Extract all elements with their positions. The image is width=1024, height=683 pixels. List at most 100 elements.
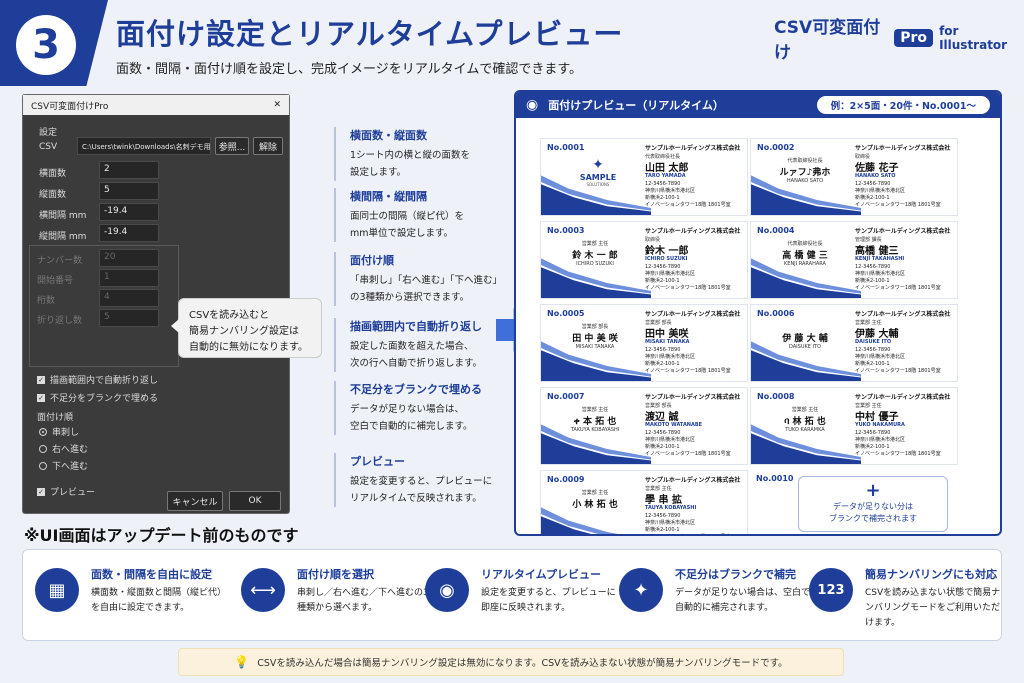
- card-left-title: 代表取締役社長: [787, 158, 823, 164]
- card-number: No.0008: [757, 392, 795, 401]
- wrap-label: 折り返し数: [37, 316, 83, 326]
- bottom-feature-desc: CSVを読み込まない状態で簡易ナンバリングモードをご利用いただけます。: [865, 588, 1001, 628]
- start-label: 開始番号: [37, 276, 74, 286]
- digits-input[interactable]: 4: [99, 289, 159, 307]
- card-left-title: 営業部 主任: [581, 241, 609, 247]
- order2-label: 右へ進む: [52, 445, 89, 455]
- feature-item: 描画範囲内で自動折り返し設定した面数を超えた場合、次の行へ自動で折り返します。: [334, 318, 504, 372]
- close-icon[interactable]: ✕: [273, 100, 281, 110]
- card-left-roman: DAISUKE ITO: [789, 344, 821, 350]
- page-subtitle: 面数・間隔・面付け順を設定し、完成イメージをリアルタイムで確認できます。: [116, 62, 583, 77]
- card-title: 管理部 課長: [855, 237, 882, 243]
- card-left-roman: HANAKO SATO: [786, 178, 824, 184]
- card-title: 営業部 主任: [855, 403, 882, 409]
- card-left-name: ルァフ♪弗ホ: [779, 168, 831, 178]
- card-name: 田中 美咲: [645, 329, 689, 340]
- card-name: 山田 太郎: [645, 163, 689, 174]
- feature-title: 横面数・縦面数: [350, 129, 427, 142]
- sparkle-icon: ✦: [619, 568, 663, 612]
- card-left-title: 代表取締役社長: [787, 241, 823, 247]
- browse-button[interactable]: 参照...: [215, 137, 249, 155]
- num-input[interactable]: 20: [99, 249, 159, 267]
- feature-desc: 次の行へ自動で折り返します。: [350, 358, 483, 369]
- address-line: 神奈川県横浜市港北区: [855, 437, 906, 443]
- swap-arrows-icon: ⟷: [241, 568, 285, 612]
- address-line: イノベーションタワー18階 1801号室: [855, 451, 941, 457]
- rows-input[interactable]: 5: [99, 182, 159, 200]
- preview-checkbox[interactable]: ✓プレビュー: [37, 485, 95, 498]
- address-line: イノベーションタワー18階 1801号室: [645, 451, 731, 457]
- address-line: 神奈川県横浜市港北区: [645, 188, 696, 194]
- business-card: No.0010: [750, 470, 958, 534]
- address-line: 新横浜2-100-1: [645, 278, 680, 284]
- feature-desc: 設定を変更すると、プレビューに: [350, 476, 493, 487]
- order-radio-right[interactable]: 右へ進む: [39, 442, 88, 455]
- order-label: 面付け順: [37, 413, 74, 423]
- check-icon: ✓: [37, 487, 45, 496]
- card-number: No.0004: [757, 226, 795, 235]
- radio-icon: [39, 461, 47, 470]
- address-line: 神奈川県横浜市港北区: [645, 354, 696, 360]
- feature-desc: リアルタイムで反映されます。: [350, 493, 482, 504]
- autowrap-checkbox[interactable]: ✓描画範囲内で自動折り返し: [37, 373, 158, 386]
- card-left-name: ባ 林 拓 也: [784, 417, 826, 427]
- card-info: 12-3456-7890神奈川県横浜市港北区新横浜2-100-1イノベーションタ…: [645, 513, 731, 534]
- start-input[interactable]: 1: [99, 269, 159, 287]
- address-line: イノベーションタワー18階 1801号室: [855, 285, 941, 291]
- phone-text: 12-3456-7890: [855, 347, 891, 353]
- card-company: サンプルホールディングス株式会社: [645, 311, 741, 318]
- card-left-title: 営業部 主任: [581, 490, 609, 496]
- card-company: サンプルホールディングス株式会社: [645, 394, 741, 401]
- address-line: 新横浜2-100-1: [645, 361, 680, 367]
- card-roman: YUKO NAKAMURA: [855, 422, 905, 428]
- card-number: No.0003: [547, 226, 585, 235]
- card-roman: TARO YAMADA: [645, 173, 686, 179]
- card-left-title: 営業部 主任: [791, 407, 819, 413]
- fillblank-checkbox[interactable]: ✓不足分をブランクで埋める: [37, 391, 158, 404]
- vgap-input[interactable]: -19.4: [99, 224, 159, 242]
- card-company: サンプルホールディングス株式会社: [645, 145, 741, 152]
- address-line: 新横浜2-100-1: [855, 278, 890, 284]
- card-left-roman: MISAKI TANAKA: [575, 344, 615, 350]
- wrap-input[interactable]: 5: [99, 309, 159, 327]
- blank-line: ブランクで補完されます: [829, 514, 917, 523]
- card-name: 鈴木 一郎: [645, 246, 689, 257]
- feature-title: 横間隔・縦間隔: [350, 190, 427, 203]
- order1-label: 串刺し: [52, 428, 80, 438]
- feature-title: 描画範囲内で自動折り返し: [350, 320, 482, 333]
- address-line: 神奈川県横浜市港北区: [645, 437, 696, 443]
- card-left-name: 伊 藤 大 輔: [782, 334, 828, 344]
- cols-input[interactable]: 2: [99, 161, 159, 179]
- address-line: イノベーションタワー18階 1801号室: [645, 368, 731, 374]
- feature-desc: 「串刺し」「右へ進む」「下へ進む」: [350, 275, 503, 286]
- hgap-input[interactable]: -19.4: [99, 203, 159, 221]
- card-number: No.0006: [757, 309, 795, 318]
- card-company: サンプルホールディングス株式会社: [645, 477, 741, 484]
- order-radio-skewer[interactable]: 串刺し: [39, 425, 79, 438]
- cancel-button[interactable]: キャンセル: [167, 491, 223, 511]
- csv-path-field[interactable]: C:\Users\twink\Downloads\名刺デモ用.csv: [77, 137, 211, 155]
- address-line: イノベーションタワー18階 1801号室: [645, 202, 731, 208]
- dialog-title: CSV可変面付けPro: [31, 101, 109, 112]
- phone-text: 12-3456-7890: [855, 430, 891, 436]
- bottom-feature-title: 簡易ナンバリングにも対応: [865, 568, 997, 581]
- bottom-feature-desc: 串刺し／右へ進む／下へ進むの3種類から選べます。: [297, 588, 429, 613]
- card-name: 學 串 拡: [645, 495, 682, 506]
- bottom-feature-desc: 設定を変更すると、プレビューに即座に反映されます。: [481, 588, 616, 613]
- autowrap-label: 描画範囲内で自動折り返し: [50, 376, 159, 386]
- card-name: 伊藤 大輔: [855, 329, 899, 340]
- ok-button[interactable]: OK: [229, 491, 281, 511]
- phone-text: 12-3456-7890: [645, 513, 681, 519]
- order-radio-down[interactable]: 下へ進む: [39, 459, 88, 472]
- clear-button[interactable]: 解除: [253, 137, 283, 155]
- card-left-name: 鈴 木 一 郎: [572, 251, 618, 261]
